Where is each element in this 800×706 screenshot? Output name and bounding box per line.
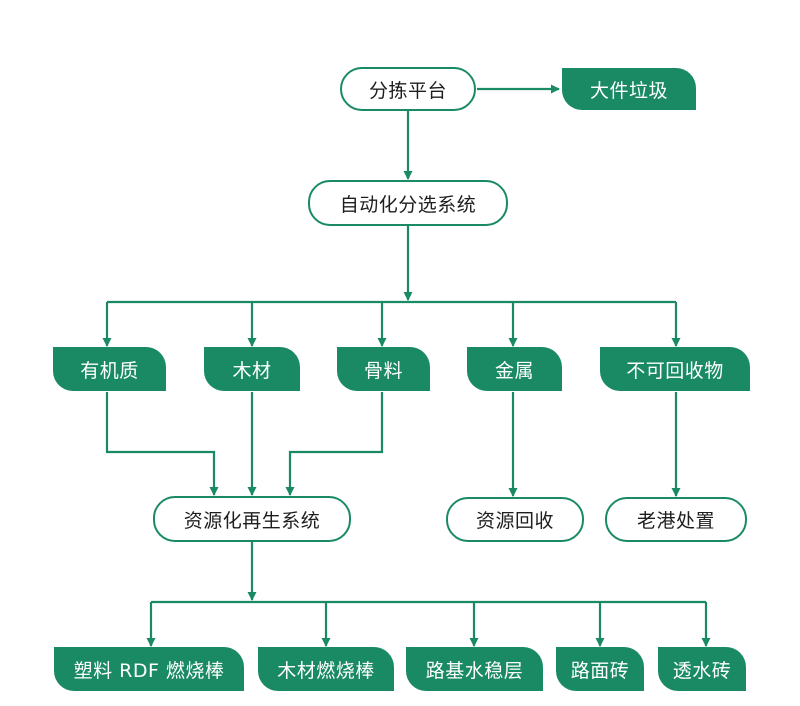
- node-sorting-platform: 分拣平台: [340, 67, 476, 111]
- node-resource-recovery: 资源回收: [446, 497, 584, 542]
- node-permeable-brick: 透水砖: [658, 647, 746, 691]
- node-organic-matter: 有机质: [53, 347, 166, 391]
- node-bulky-waste: 大件垃圾: [562, 68, 696, 110]
- node-paving-brick: 路面砖: [556, 647, 644, 691]
- node-aggregate: 骨料: [337, 347, 430, 391]
- node-wood: 木材: [204, 347, 300, 391]
- node-auto-sorting-system: 自动化分选系统: [308, 180, 508, 226]
- node-laogang-disposal: 老港处置: [605, 497, 747, 542]
- node-non-recyclable: 不可回收物: [600, 347, 750, 391]
- node-roadbed-layer: 路基水稳层: [406, 647, 543, 691]
- node-plastic-rdf-rod: 塑料 RDF 燃烧棒: [54, 647, 244, 691]
- arrow-aggregate-to-recycling: [285, 392, 384, 496]
- node-metal: 金属: [467, 347, 562, 391]
- node-wood-fuel-rod: 木材燃烧棒: [258, 647, 394, 691]
- node-recycling-system: 资源化再生系统: [153, 496, 351, 542]
- arrow-organic-to-recycling: [105, 392, 219, 496]
